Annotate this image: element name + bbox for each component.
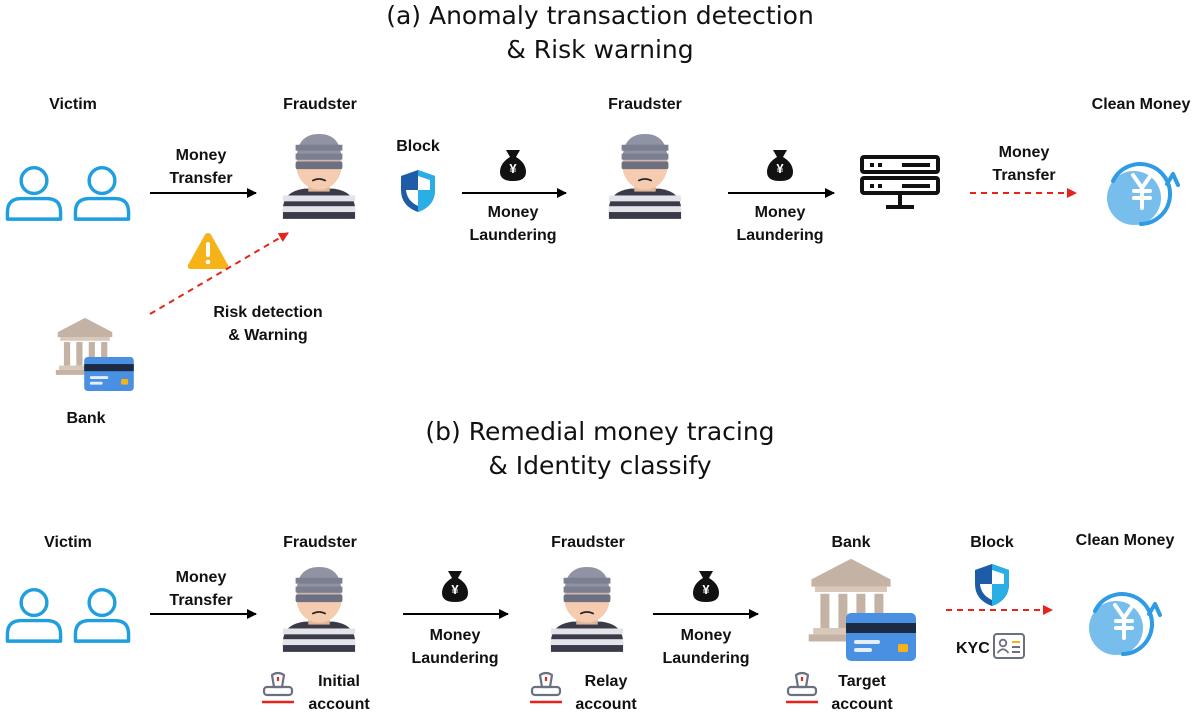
- money-bag-icon: ¥: [440, 568, 470, 604]
- clean-money-label: Clean Money: [1091, 96, 1191, 113]
- victim-label: Victim: [44, 534, 92, 551]
- panel-b-title-line1: (b) Remedial money tracing: [425, 417, 775, 446]
- risk-detection-label: Risk detection& Warning: [213, 304, 323, 344]
- clean-money-label: Clean Money: [1075, 532, 1175, 549]
- money-bag-icon: ¥: [691, 568, 721, 604]
- bank-label: Bank: [66, 410, 106, 427]
- block-label: Block: [970, 534, 1014, 551]
- panel-b-title-line2: & Identity classify: [488, 451, 712, 480]
- fraudster-label: Fraudster: [283, 534, 357, 551]
- money-bag-icon: ¥: [765, 147, 795, 183]
- money-bag-icon: ¥: [498, 147, 528, 183]
- risk-warning-arrow: [149, 232, 289, 315]
- fraudster-label: Fraudster: [551, 534, 625, 551]
- fraudster-label: Fraudster: [608, 96, 682, 113]
- block-label: Block: [396, 138, 440, 155]
- bank-label: Bank: [831, 534, 871, 551]
- fraudster-label: Fraudster: [283, 96, 357, 113]
- victim-label: Victim: [49, 96, 97, 113]
- panel-a-title-line1: (a) Anomaly transaction detection: [386, 1, 814, 30]
- panel-a-title-line2: & Risk warning: [506, 35, 694, 64]
- kyc-label: KYC: [956, 640, 990, 657]
